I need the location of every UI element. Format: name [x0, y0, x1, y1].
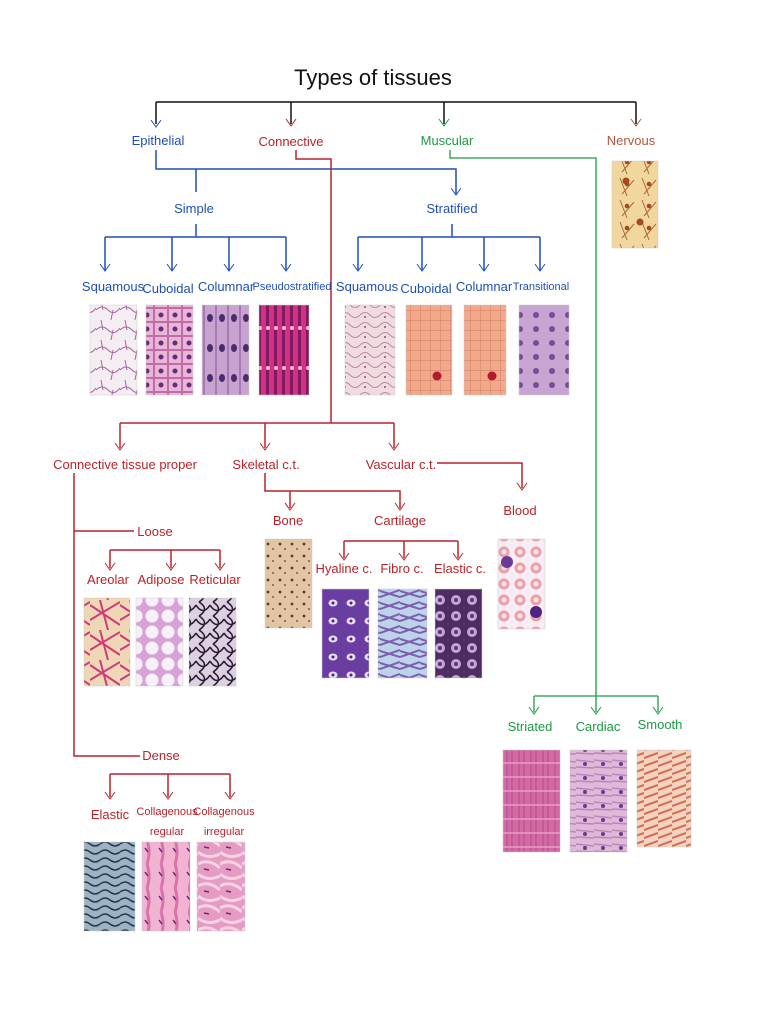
stratified-label: Stratified	[426, 201, 478, 216]
connective-label: Connective	[258, 134, 324, 149]
vascular-ct-label: Vascular c.t.	[365, 457, 437, 472]
pseudostratified-image	[258, 304, 310, 396]
cuboidal-stratified-image	[405, 304, 453, 396]
collagenous-irregular-image	[196, 841, 246, 932]
simple-squamous-label: Squamous	[81, 279, 145, 294]
collagenous-regular-label-1: Collagenous	[136, 806, 198, 818]
stratified-squamous-label: Squamous	[335, 279, 399, 294]
simple-columnar-label: Columnar	[197, 279, 255, 294]
stratified-columnar-label: Columnar	[455, 279, 513, 294]
areolar-label: Areolar	[87, 572, 129, 587]
columnar-stratified-image	[463, 304, 507, 396]
hyaline-cartilage-image	[321, 588, 370, 679]
bone-label: Bone	[272, 513, 304, 528]
adipose-label: Adipose	[137, 572, 185, 587]
cardiac-muscle-image	[569, 749, 628, 853]
fibro-cartilage-image	[377, 588, 428, 679]
elastic-cartilage-image	[434, 588, 483, 679]
elastic-dense-image	[83, 841, 136, 932]
reticular-label: Reticular	[189, 572, 241, 587]
dense-label: Dense	[142, 748, 180, 763]
epithelial-label: Epithelial	[131, 133, 185, 148]
adipose-image	[135, 597, 184, 687]
blood-label: Blood	[503, 503, 537, 518]
smooth-label: Smooth	[637, 717, 683, 732]
reticular-image	[188, 597, 237, 687]
muscular-label: Muscular	[420, 133, 474, 148]
simple-label: Simple	[174, 201, 214, 216]
collagenous-regular-image	[141, 841, 191, 932]
hyaline-cartilage-label: Hyaline c.	[315, 561, 373, 576]
nervous-label: Nervous	[606, 133, 656, 148]
neuron-body-icon	[636, 218, 644, 226]
cartilage-label: Cartilage	[373, 513, 427, 528]
cuboidal-simple-image	[145, 304, 194, 396]
skeletal-ct-label: Skeletal c.t.	[232, 457, 300, 472]
cube-nucleus-icon	[487, 371, 497, 381]
loose-label: Loose	[137, 524, 173, 539]
collagenous-regular-label-2: regular	[149, 826, 185, 838]
simple-cuboidal-label: Cuboidal	[142, 281, 194, 296]
blood-cell-nucleus-icon	[530, 606, 542, 618]
transitional-image	[518, 304, 570, 396]
elastic-dense-label: Elastic	[90, 807, 130, 822]
connective-proper-label: Connective tissue proper	[53, 457, 197, 472]
squamous-stratified-image	[344, 304, 396, 396]
areolar-image	[83, 597, 131, 687]
cardiac-label: Cardiac	[575, 719, 621, 734]
fibro-cartilage-label: Fibro c.	[380, 561, 424, 576]
neuron-body-icon	[622, 177, 630, 185]
diagram-title: Types of tissues	[294, 65, 452, 90]
striated-label: Striated	[507, 719, 553, 734]
collagenous-irregular-label-2: irregular	[203, 826, 245, 838]
stratified-cuboidal-label: Cuboidal	[400, 281, 452, 296]
elastic-cartilage-label: Elastic c.	[433, 561, 487, 576]
blood-cell-nucleus-icon	[501, 556, 513, 568]
cube-nucleus-icon	[432, 371, 442, 381]
bone-image	[264, 538, 313, 629]
columnar-simple-image	[201, 304, 250, 396]
transitional-label: Transitional	[512, 281, 570, 293]
striated-muscle-image	[502, 749, 561, 853]
pseudostratified-label: Pseudostratified	[252, 281, 332, 293]
nervous-image	[611, 160, 659, 249]
smooth-muscle-image	[636, 749, 692, 848]
squamous-simple-image	[89, 304, 138, 396]
collagenous-irregular-label-1: Collagenous	[193, 806, 255, 818]
